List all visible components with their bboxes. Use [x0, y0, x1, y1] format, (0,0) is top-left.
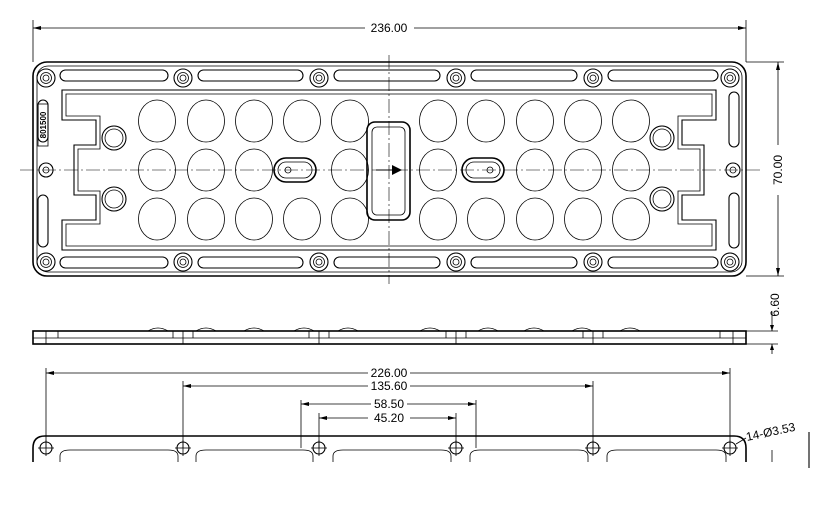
- dim-overall-width: 70.00: [746, 61, 785, 277]
- top-slots: [59, 69, 719, 82]
- hole-span-outer-label: 226.00: [371, 366, 408, 380]
- lens-element: [235, 197, 273, 241]
- lens-element: [138, 148, 176, 192]
- lens-element: [516, 197, 554, 241]
- part-number: 801500: [39, 111, 48, 138]
- side-view: 6.60: [32, 293, 782, 354]
- lens-element: [467, 99, 505, 143]
- bottom-slots: [59, 256, 719, 269]
- overall-width-label: 70.00: [771, 155, 785, 185]
- locating-pin: [649, 125, 675, 151]
- lens-body-outline: [32, 61, 747, 277]
- thickness-label: 6.60: [768, 293, 782, 317]
- lens-element: [612, 197, 650, 241]
- mounting-holes-pattern: [38, 440, 738, 456]
- lens-element: [419, 148, 457, 192]
- dim-overall-length: 236.00: [32, 20, 747, 62]
- lens-element: [235, 148, 273, 192]
- hole-span-mid-label: 135.60: [371, 379, 408, 393]
- lens-element: [283, 197, 321, 241]
- mounting-holes-top-view: [36, 68, 741, 272]
- locating-pin: [649, 186, 675, 212]
- side-profile: [32, 330, 747, 345]
- lens-element: [331, 99, 369, 143]
- lens-element: [564, 148, 602, 192]
- lens-element: [612, 148, 650, 192]
- lens-element: [235, 99, 273, 143]
- alignment-boss-left: [273, 157, 317, 183]
- lens-element: [516, 99, 554, 143]
- center-window: [366, 121, 411, 221]
- lens-element: [467, 197, 505, 241]
- lens-element: [516, 148, 554, 192]
- lens-element: [283, 99, 321, 143]
- overall-length-label: 236.00: [371, 21, 408, 35]
- lens-grid: [138, 99, 650, 241]
- lens-element: [564, 197, 602, 241]
- locating-pin: [101, 125, 127, 151]
- lens-element: [331, 197, 369, 241]
- lens-element: [187, 197, 225, 241]
- lens-element: [187, 148, 225, 192]
- hole-pattern-view: 226.00 135.60 58.50 45.20: [32, 366, 810, 468]
- alignment-boss-right: [461, 157, 505, 183]
- hole-span-inner-b-label: 45.20: [374, 411, 404, 425]
- lens-element: [138, 197, 176, 241]
- lens-element: [187, 99, 225, 143]
- top-view: 236.00 70.00: [20, 20, 785, 284]
- inner-recess-outline: [61, 89, 717, 251]
- lens-element: [612, 99, 650, 143]
- lens-element: [564, 99, 602, 143]
- lens-element: [331, 148, 369, 192]
- hole-callout-label: 14-Ø3.53: [745, 420, 797, 444]
- direction-arrow-icon: [392, 165, 402, 175]
- lens-element: [419, 99, 457, 143]
- lens-element: [138, 99, 176, 143]
- hole-view-outline: [32, 435, 747, 462]
- hole-span-inner-a-label: 58.50: [374, 397, 404, 411]
- lens-element: [419, 197, 457, 241]
- locating-pin: [101, 186, 127, 212]
